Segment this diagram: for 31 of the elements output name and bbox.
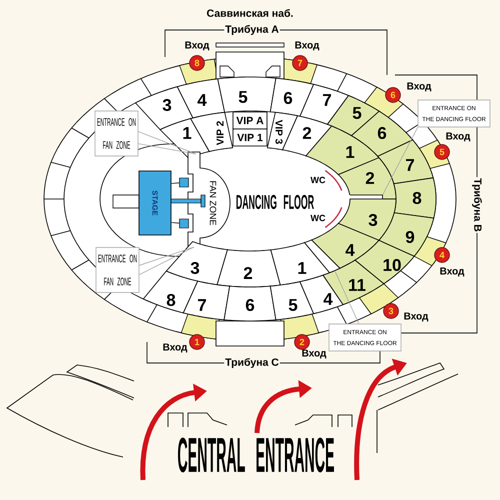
seat-section: VIP 2	[190, 112, 234, 152]
seat-section: 7	[182, 280, 230, 320]
leader-line	[139, 246, 194, 275]
street-label: Саввинская наб.	[207, 9, 293, 17]
seat-section: 3	[166, 241, 228, 286]
seat-section: VIP A	[232, 112, 268, 130]
leader-line	[171, 182, 180, 184]
wc-label: WC	[310, 214, 326, 222]
seat-section: 2	[282, 115, 332, 156]
platform	[179, 218, 189, 228]
entrance-label: Вход	[185, 42, 210, 50]
seat-section: 4	[176, 78, 226, 118]
dancing-floor: DANCING FLOOR	[236, 194, 314, 210]
seat-section: 5	[270, 281, 314, 320]
entrance-label: Вход	[302, 350, 326, 358]
entrance-label: Вход	[163, 344, 188, 352]
platform	[179, 178, 189, 188]
callout-box: ENTRANCE ON FAN ZONE	[94, 110, 138, 156]
stand-label: Трибуна С	[224, 357, 280, 369]
entrance-title: CENTRAL ENTRANCE	[178, 438, 334, 472]
seat-section: 3	[338, 198, 396, 241]
leader-line	[171, 222, 180, 224]
seat-section: VIP 1	[232, 128, 268, 146]
leader-line	[138, 131, 196, 154]
seat-section: 2	[216, 249, 281, 288]
stand-label: Трибуна А	[224, 24, 280, 36]
wc-label: WC	[310, 176, 326, 184]
entrance-label: Вход	[295, 42, 320, 50]
callout-box: ENTRANCE ON FAN ZONE	[96, 247, 140, 293]
leader-line	[334, 271, 360, 324]
seat-section: 6	[270, 78, 314, 117]
